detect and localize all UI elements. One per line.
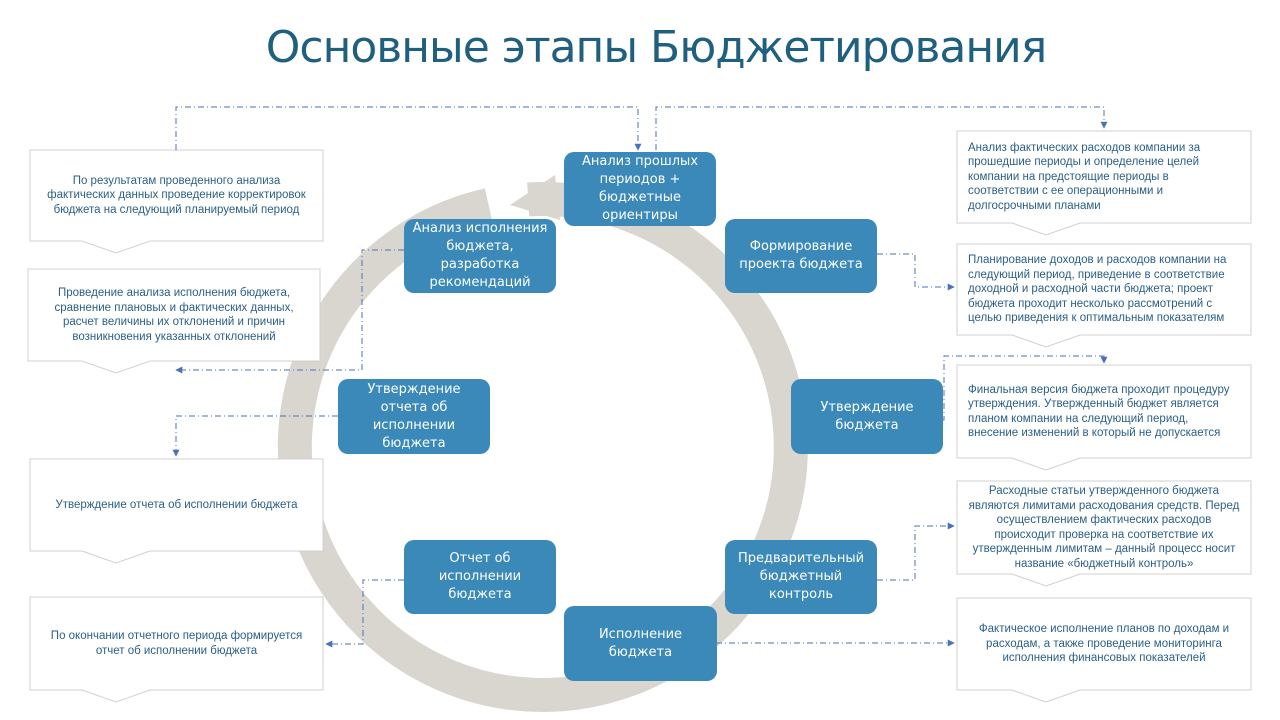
note-correction: По результатам проведенного анализа факт… [31, 151, 322, 240]
note-report: По окончании отчетного периода формирует… [31, 598, 322, 689]
connector-report-approval-to-note [172, 415, 338, 457]
note-execution: Фактическое исполнение планов по доходам… [958, 599, 1250, 689]
note-control-text: Расходные статьи утвержденного бюджета я… [968, 485, 1240, 570]
note-correction-text: По результатам проведенного анализа факт… [47, 174, 306, 216]
connectors [172, 106, 1108, 648]
connector-approval-to-note [942, 355, 1108, 421]
cycle-arrowhead-icon [510, 175, 560, 220]
note-control: Расходные статьи утвержденного бюджета я… [958, 482, 1250, 573]
note-analysis-past-text: Анализ фактических расходов компании за … [968, 141, 1201, 212]
note-execution-text: Фактическое исполнение планов по доходам… [978, 623, 1230, 665]
note-draft-text: Планирование доходов и расходов компании… [968, 254, 1227, 325]
note-draft: Планирование доходов и расходов компании… [958, 245, 1250, 334]
stage-execution[interactable]: Исполнение бюджета [564, 606, 717, 681]
connector-correction-to-analysis [175, 106, 642, 151]
stage-approval[interactable]: Утверждение бюджета [791, 379, 943, 454]
connector-control-to-note [877, 522, 955, 581]
note-analysis-past: Анализ фактических расходов компании за … [958, 132, 1250, 222]
stage-draft[interactable]: Формирование проекта бюджета [725, 219, 877, 293]
stage-analysis-past[interactable]: Анализ прошлых периодов + бюджетные орие… [564, 152, 716, 226]
note-approval: Финальная версия бюджета проходит процед… [958, 366, 1250, 457]
note-execution-analysis: Проведение анализа исполнения бюджета, с… [29, 270, 319, 360]
page-title: Основные этапы Бюджетирования [265, 22, 1047, 73]
stage-report[interactable]: Отчет об исполнении бюджета [404, 540, 556, 614]
note-report-approval: Утверждение отчета об исполнении бюджета [31, 460, 322, 550]
stage-control[interactable]: Предварительный бюджетный контроль [725, 540, 877, 614]
note-execution-analysis-text: Проведение анализа исполнения бюджета, с… [54, 287, 294, 343]
note-report-text: По окончании отчетного периода формирует… [50, 630, 303, 657]
note-report-approval-text: Утверждение отчета об исполнении бюджета [55, 498, 298, 511]
stage-report-approval[interactable]: Утверждение отчета об исполнении бюджета [338, 379, 490, 454]
connector-draft-to-note [877, 253, 955, 291]
stage-execution-analysis[interactable]: Анализ исполнения бюджета, разработка ре… [404, 219, 556, 293]
note-approval-text: Финальная версия бюджета проходит процед… [968, 383, 1230, 440]
